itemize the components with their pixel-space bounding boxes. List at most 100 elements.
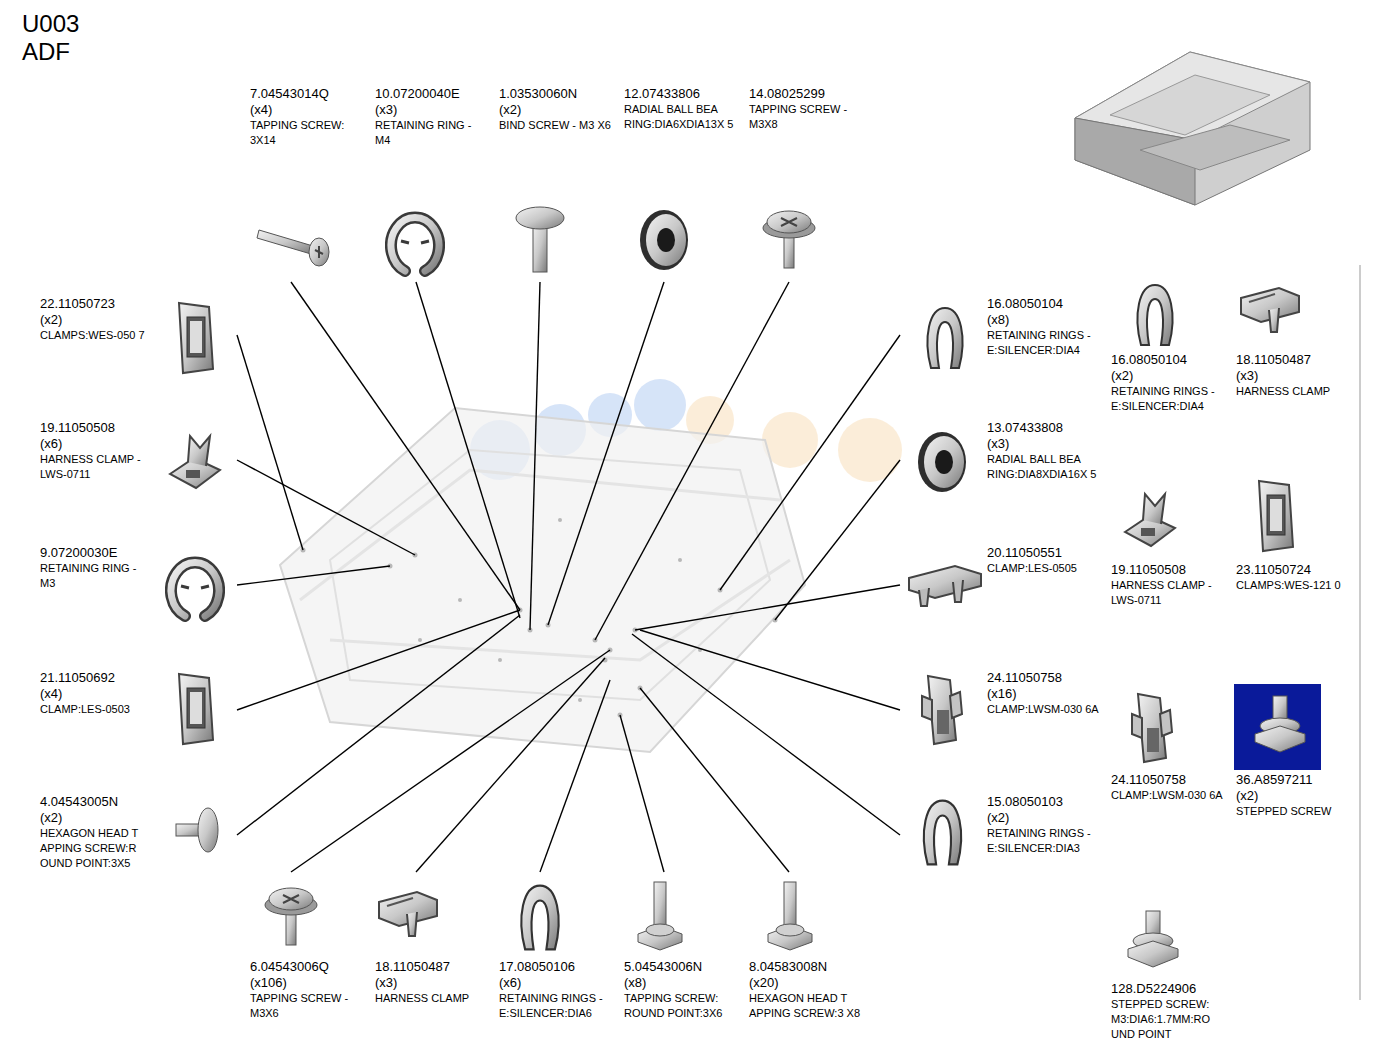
clamp-icon [909,566,981,606]
part-number: 14.08025299 [749,86,861,102]
quantity: (x4) [250,102,362,118]
retaining-ring-icon [924,801,961,865]
part-number: 24.11050758 [1111,772,1223,788]
part-number: 1.03530060N [499,86,611,102]
part-callout: 16.08050104(x8)RETAINING RINGS -E:SILENC… [987,296,1099,358]
adf-thumbnail [1075,52,1310,205]
quantity: (x16) [987,686,1099,702]
part-callout: 20.11050551CLAMP:LES-0505 [987,545,1099,576]
clamp-icon [179,674,213,744]
stepped-screw-icon [1255,696,1305,752]
part-number: 17.08050106 [499,959,611,975]
part-description: CLAMP:LWSM-030 6A [987,702,1099,717]
highlight-square [1234,684,1321,770]
part-number: 24.11050758 [987,670,1099,686]
part-number: 22.11050723 [40,296,152,312]
part-description: CLAMPS:WES-121 0 [1236,578,1348,593]
part-callout: 13.07433808(x3)RADIAL BALL BEA RING:DIA8… [987,420,1099,482]
part-callout: 15.08050103(x2)RETAINING RINGS -E:SILENC… [987,794,1099,856]
tapping-screw-icon [763,211,815,268]
part-number: 13.07433808 [987,420,1099,436]
part-number: 15.08050103 [987,794,1099,810]
part-description: HARNESS CLAMP - LWS-0711 [40,452,152,482]
clamp-icon [1259,481,1293,551]
part-callout: 36.A8597211(x2)STEPPED SCREW [1236,772,1348,819]
quantity: (x2) [499,102,611,118]
harness-clamp-icon [379,892,437,936]
retaining-ring-icon [1137,285,1172,345]
part-description: CLAMPS:WES-050 7 [40,328,152,343]
part-description: RETAINING RING - M3 [40,561,152,591]
part-number: 21.11050692 [40,670,152,686]
part-description: HEXAGON HEAD T APPING SCREW:3 X8 [749,991,861,1021]
quantity: (x2) [40,312,152,328]
retaining-ring-icon [521,886,558,950]
hexagon-screw-icon [176,808,218,852]
quantity: (x2) [40,810,152,826]
quantity: (x2) [1236,788,1348,804]
part-callout: 128.D5224906STEPPED SCREW: M3:DIA6:1.7MM… [1111,981,1223,1042]
part-description: HARNESS CLAMP [1236,384,1348,399]
quantity: (x8) [987,312,1099,328]
retaining-ring-icon [391,218,439,271]
hexagon-screw-icon [768,882,812,950]
bind-screw-icon [516,207,564,272]
part-number: 12.07433806 [624,86,736,102]
part-icons [170,207,1321,967]
part-number: 18.11050487 [375,959,487,975]
part-callout: 7.04543014Q(x4)TAPPING SCREW: 3X14 [250,86,362,148]
clamp-icon [922,676,962,744]
part-description: HARNESS CLAMP [375,991,487,1006]
part-callout: 23.11050724CLAMPS:WES-121 0 [1236,562,1348,593]
part-description: CLAMP:LES-0503 [40,702,152,717]
part-description: RETAINING RING - M4 [375,118,487,148]
clamp-icon [1132,694,1172,762]
quantity: (x8) [624,975,736,991]
part-description: BIND SCREW - M3 X6 [499,118,611,133]
part-number: 16.08050104 [1111,352,1223,368]
quantity: (x6) [40,436,152,452]
divider-line [1360,265,1361,1000]
part-description: STEPPED SCREW: M3:DIA6:1.7MM:RO UND POIN… [1111,997,1223,1042]
part-number: 9.07200030E [40,545,152,561]
part-number: 128.D5224906 [1111,981,1223,997]
part-description: TAPPING SCREW - M3X8 [749,102,861,132]
part-description: HARNESS CLAMP - LWS-0711 [1111,578,1223,608]
clamp-icon [179,303,213,373]
part-description: CLAMP:LWSM-030 6A [1111,788,1223,803]
part-number: 8.04583008N [749,959,861,975]
part-callout: 8.04583008N(x20)HEXAGON HEAD T APPING SC… [749,959,861,1021]
part-callout: 18.11050487(x3)HARNESS CLAMP [1236,352,1348,399]
part-callout: 4.04543005N(x2)HEXAGON HEAD T APPING SCR… [40,794,152,871]
part-number: 18.11050487 [1236,352,1348,368]
part-description: TAPPING SCREW: 3X14 [250,118,362,148]
part-description: TAPPING SCREW: ROUND POINT:3X6 [624,991,736,1021]
part-description: STEPPED SCREW [1236,804,1348,819]
part-number: 16.08050104 [987,296,1099,312]
part-description: RETAINING RINGS -E:SILENCER:DIA6 [499,991,611,1021]
part-number: 7.04543014Q [250,86,362,102]
quantity: (x3) [375,975,487,991]
part-callout: 12.07433806RADIAL BALL BEA RING:DIA6XDIA… [624,86,736,132]
tapping-screw-icon [265,888,317,945]
harness-clamp-icon [1125,494,1175,546]
part-callout: 6.04543006Q(x106)TAPPING SCREW - M3X6 [250,959,362,1021]
quantity: (x6) [499,975,611,991]
quantity: (x3) [375,102,487,118]
retaining-ring-icon [171,563,219,616]
stepped-screw-icon [1128,911,1178,967]
part-callout: 14.08025299TAPPING SCREW - M3X8 [749,86,861,132]
bearing-icon [640,210,688,270]
part-number: 19.11050508 [40,420,152,436]
part-description: RETAINING RINGS -E:SILENCER:DIA4 [987,328,1099,358]
part-number: 23.11050724 [1236,562,1348,578]
quantity: (x2) [987,810,1099,826]
part-callout: 19.11050508(x6)HARNESS CLAMP - LWS-0711 [40,420,152,482]
part-callout: 1.03530060N(x2)BIND SCREW - M3 X6 [499,86,611,133]
part-number: 19.11050508 [1111,562,1223,578]
quantity: (x20) [749,975,861,991]
part-callout: 22.11050723(x2)CLAMPS:WES-050 7 [40,296,152,343]
part-number: 10.07200040E [375,86,487,102]
tapping-screw-icon [257,230,329,266]
